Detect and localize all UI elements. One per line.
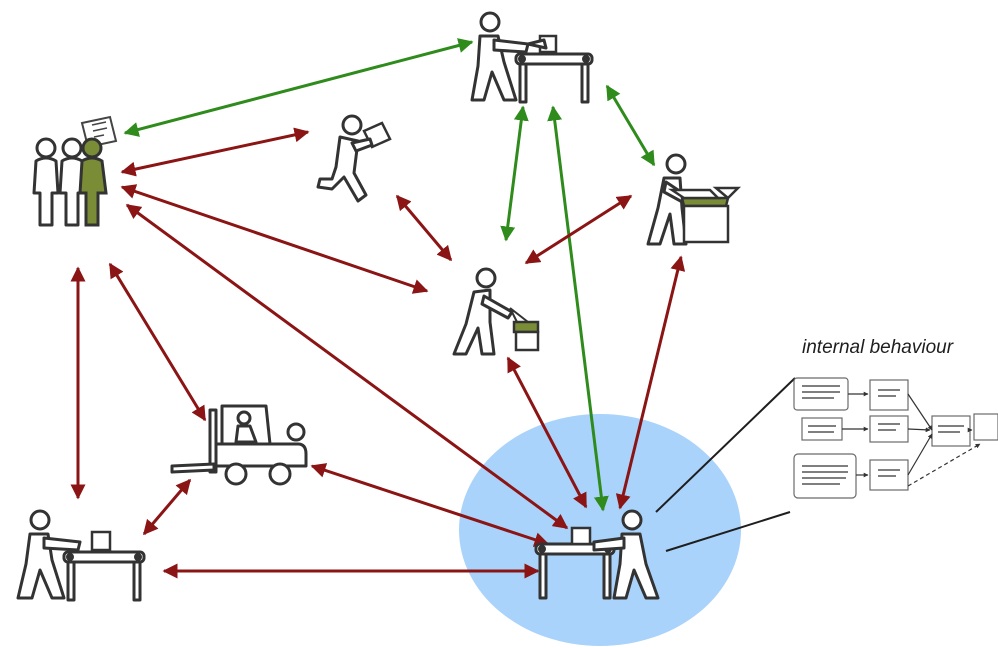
forklift-icon: [170, 404, 308, 486]
group-of-people-icon: [32, 115, 118, 227]
callout-line-upper: [655, 377, 796, 513]
person-carrying-box-icon: [316, 114, 392, 203]
worker-at-workbench-icon: [16, 509, 146, 602]
arrow-top-focus: [547, 105, 609, 512]
internal-behaviour-flowchart: [793, 377, 998, 499]
arrow-team-scale: [120, 184, 429, 294]
arrow-team-top-workstation: [123, 38, 474, 137]
arrows: [70, 38, 686, 579]
arrow-top-scale: [500, 105, 529, 242]
arrow-forklift-left: [142, 478, 192, 536]
arrow-forklift-focus: [310, 463, 550, 547]
arrow-scale-focus: [506, 356, 588, 509]
arrow-team-forklift: [108, 262, 207, 422]
arrow-carrier-scale: [395, 194, 453, 262]
worker-at-workbench-icon: [470, 11, 594, 104]
arrow-team-carrier: [120, 127, 310, 177]
arrow-top-packer: [605, 84, 656, 167]
internal-behaviour-caption: internal behaviour: [802, 337, 954, 358]
arrow-team-focus: [125, 203, 569, 530]
person-weighing-box-icon: [452, 267, 540, 356]
callout-line-lower: [665, 511, 791, 552]
arrow-packer-focus: [615, 255, 686, 510]
focus-worker-at-workbench-icon: [534, 509, 660, 600]
person-packing-box-icon: [646, 153, 742, 246]
arrow-packer-scale: [524, 194, 633, 265]
